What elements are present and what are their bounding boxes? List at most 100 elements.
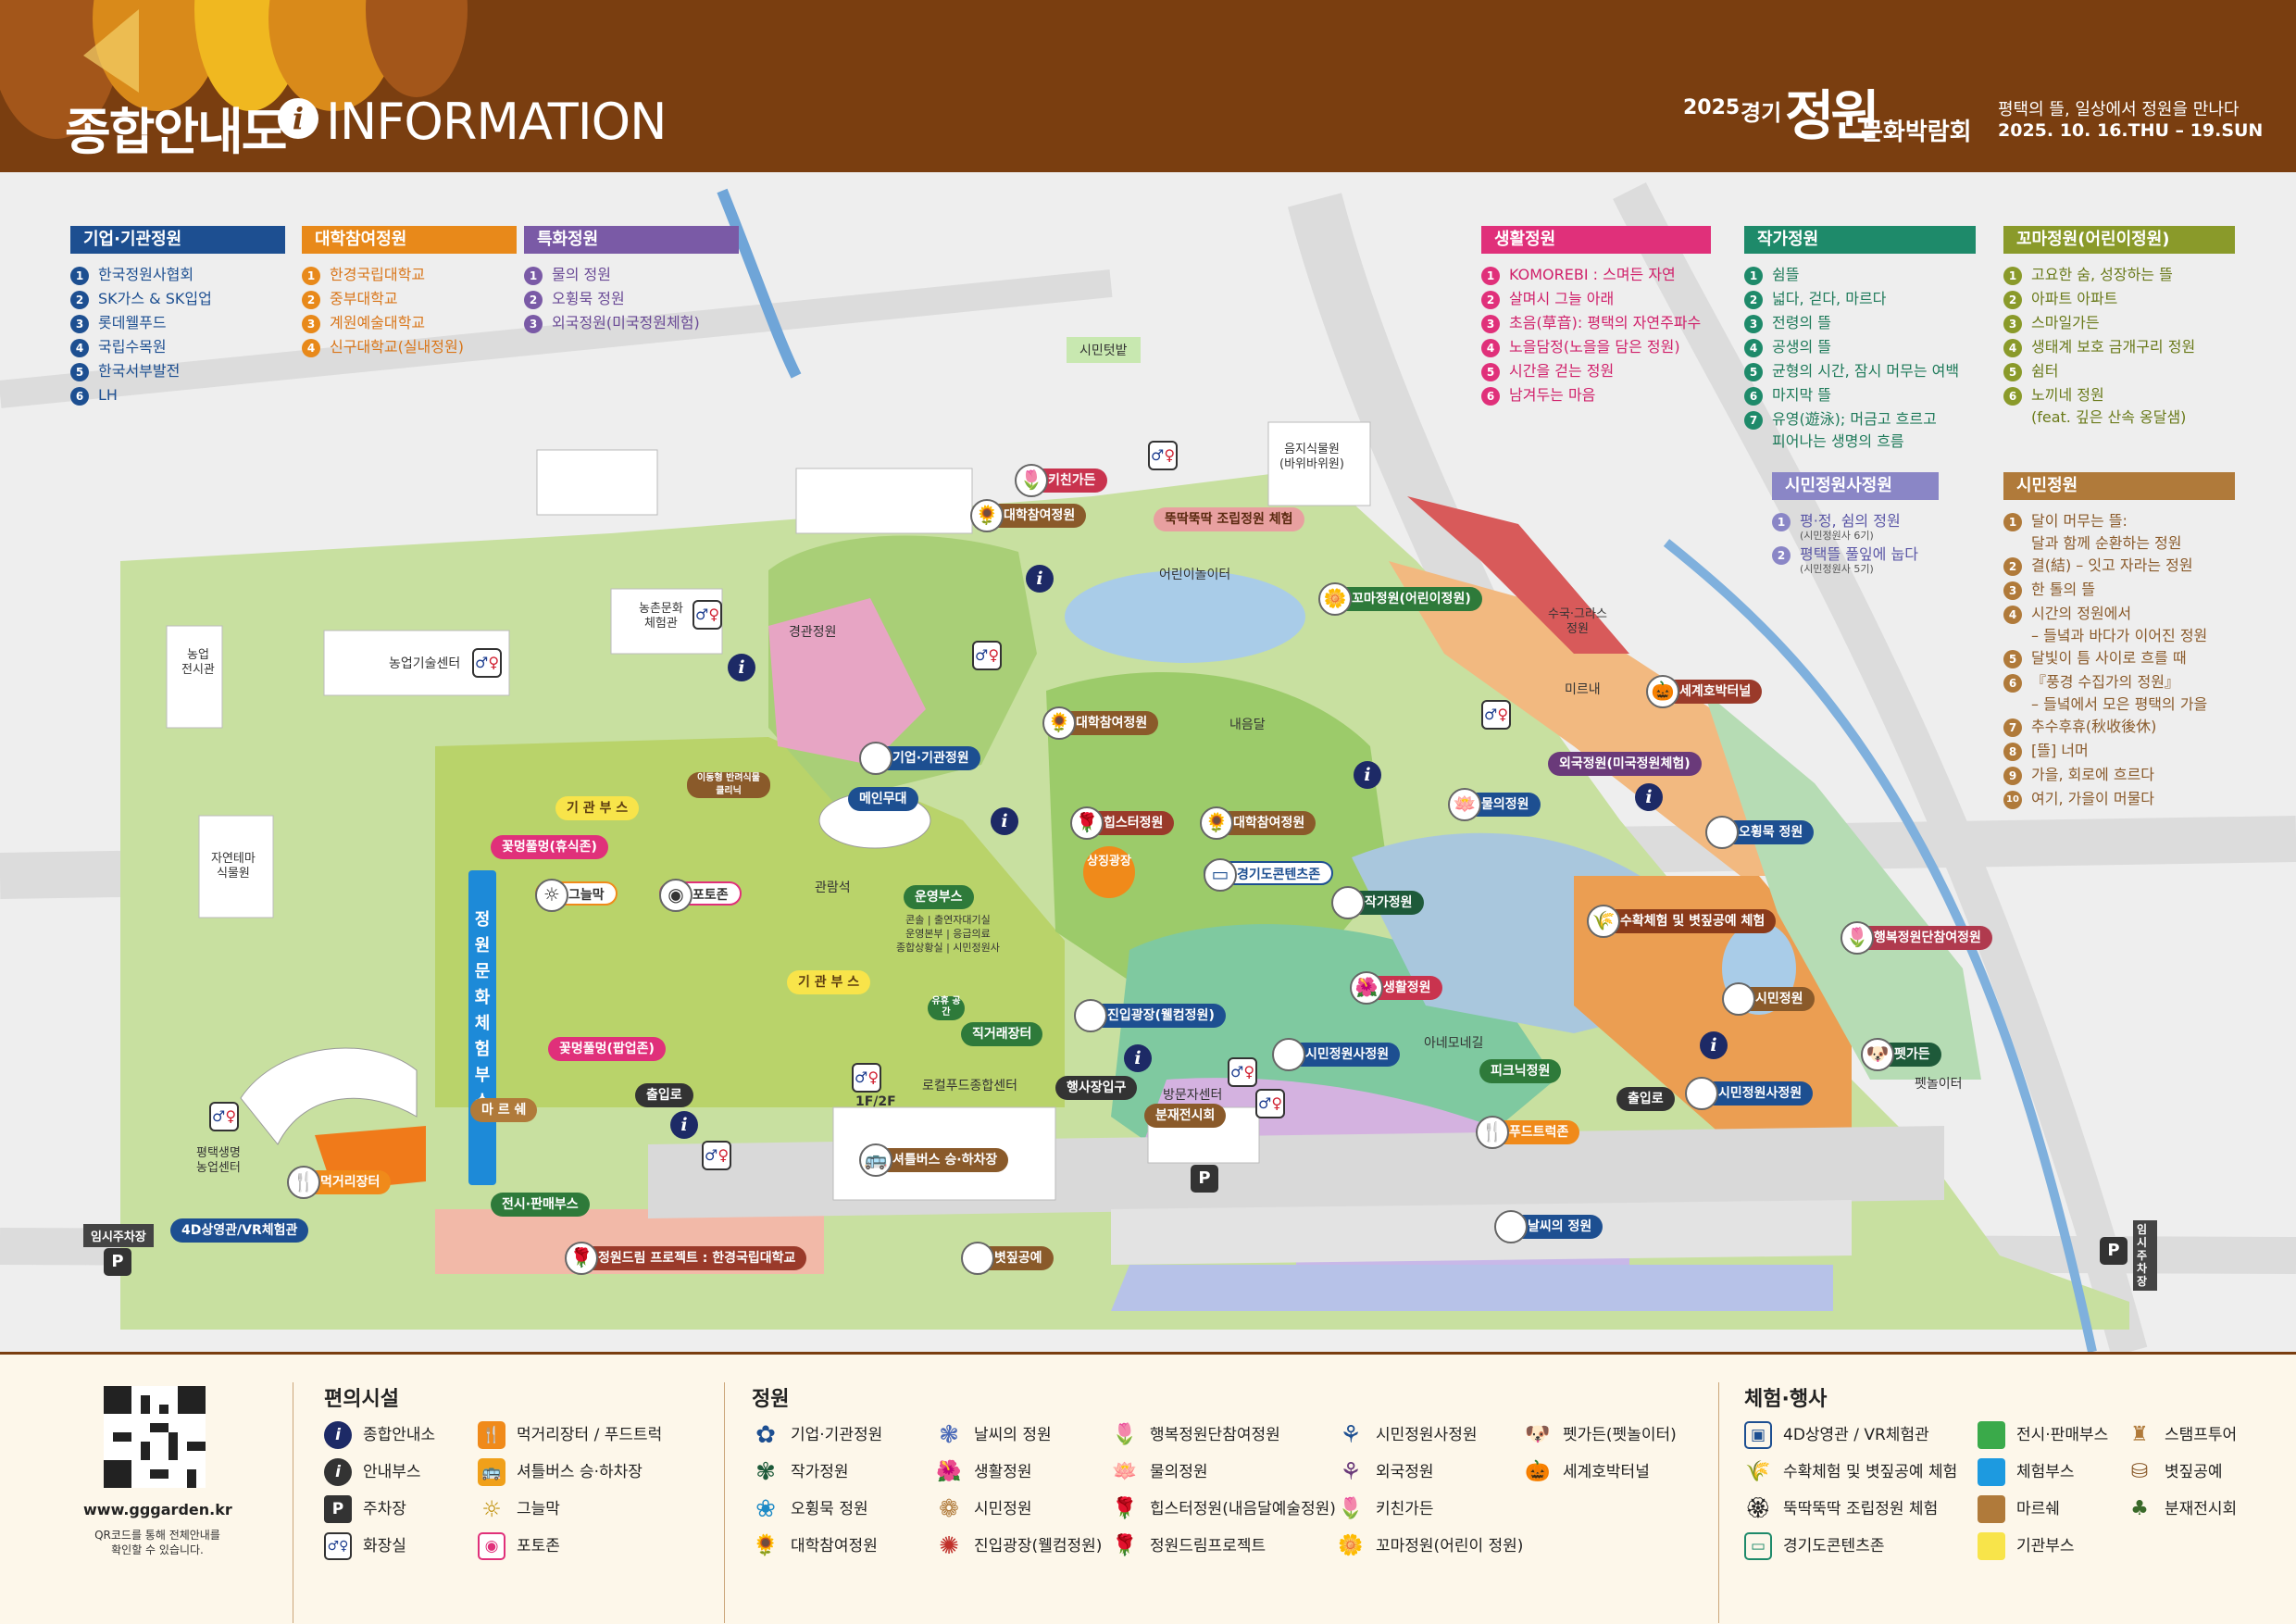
pill-garden-dream-project[interactable]: 🌹정원드림 프로젝트 : 한경국립대학교: [565, 1242, 807, 1275]
pill-shuttle-bus[interactable]: 🚌셔틀버스 승·하차장: [859, 1143, 1009, 1177]
info-booth-marker[interactable]: i: [1635, 783, 1663, 811]
legend-event-4d: ▣4D상영관 / VR체험관: [1744, 1421, 1929, 1449]
restroom-icon[interactable]: ♂♀: [472, 648, 502, 678]
info-booth-marker[interactable]: i: [1700, 1031, 1728, 1059]
restroom-icon[interactable]: ♂♀: [702, 1141, 731, 1170]
pill-flower-rest-zone[interactable]: 꽃멍풀멍(휴식존): [491, 835, 608, 859]
pill-citizen-garden[interactable]: ❁시민정원: [1722, 982, 1815, 1016]
pill-university-garden-2[interactable]: 🌻대학참여정원: [1042, 706, 1159, 740]
daisy-icon: ✾: [1331, 886, 1365, 919]
info-booth-marker[interactable]: i: [1026, 565, 1054, 593]
restroom-icon[interactable]: ♂♀: [972, 641, 1002, 670]
pill-artist-garden[interactable]: ✾작가정원: [1331, 886, 1424, 919]
pill-pet-garden[interactable]: 🐶펫가든: [1861, 1038, 1941, 1071]
pill-foreign-garden[interactable]: 외국정원(미국정원체험): [1548, 752, 1702, 776]
legend-shuttle: 🚌셔틀버스 승·하차장: [478, 1458, 643, 1486]
pill-4d-vr[interactable]: 4D상영관/VR체험관: [170, 1218, 309, 1243]
legend-label: 전시·판매부스: [2016, 1426, 2109, 1444]
pill-food-truck-zone[interactable]: 🍴푸드트럭존: [1476, 1116, 1580, 1149]
assembly-garden-icon: 🏵: [1745, 1497, 1771, 1520]
pill-agency-booth-1[interactable]: 기 관 부 스: [555, 796, 640, 820]
map-label-citizen-garden-plot: 시민텃밭: [1067, 337, 1141, 363]
pill-marche-1[interactable]: 마 르 쉐: [470, 1098, 538, 1122]
pill-entrance-left[interactable]: 출입로: [635, 1083, 693, 1107]
pill-gyeonggi-contents[interactable]: ▭경기도콘텐츠존: [1204, 858, 1334, 892]
stamp-icon: ♜: [2130, 1423, 2149, 1446]
pill-food-market[interactable]: 🍴먹거리장터: [287, 1166, 392, 1199]
restroom-icon[interactable]: ♂♀: [1481, 700, 1511, 730]
tulip-icon: 🌷: [1338, 1497, 1364, 1520]
restroom-icon[interactable]: ♂♀: [852, 1063, 881, 1093]
legend-shade: ☼그늘막: [478, 1495, 560, 1523]
dog-icon: 🐶: [1525, 1423, 1551, 1446]
pill-master-gardener-2[interactable]: ⚘시민정원사정원: [1685, 1077, 1814, 1110]
legend-label: 행복정원단참여정원: [1150, 1426, 1280, 1444]
legend-garden-life: 🌺생활정원: [935, 1458, 1031, 1486]
pill-assembly-garden[interactable]: 뚝딱뚝딱 조립정원 체험: [1154, 507, 1304, 531]
info-booth-marker[interactable]: i: [728, 654, 755, 681]
pill-direct-market[interactable]: 직거래장터: [961, 1022, 1043, 1046]
restroom-icon[interactable]: ♂♀: [1148, 441, 1178, 470]
info-center-marker[interactable]: i: [1124, 1044, 1152, 1072]
pill-weather-garden[interactable]: ❃날씨의 정원: [1494, 1210, 1603, 1243]
pill-water-garden[interactable]: 🪷물의정원: [1448, 788, 1541, 821]
pill-agency-booth-2[interactable]: 기 관 부 스: [787, 970, 871, 994]
pill-flower-popup-zone[interactable]: 꽃멍풀멍(팝업존): [548, 1037, 666, 1061]
pill-garden-culture-booth[interactable]: 정원문화체험부스: [468, 870, 496, 1185]
restroom-icon[interactable]: ♂♀: [693, 600, 722, 630]
symbol-plaza[interactable]: 상징광장: [1083, 846, 1135, 898]
restroom-icon[interactable]: ♂♀: [209, 1102, 239, 1131]
pill-idle-space[interactable]: 유휴 공간: [928, 996, 965, 1020]
qr-code-icon[interactable]: [104, 1386, 206, 1488]
info-booth-marker[interactable]: i: [1354, 761, 1381, 789]
pill-photo-zone[interactable]: ◉포토존: [659, 879, 742, 912]
pill-ohwimuk-garden[interactable]: ❀오휭묵 정원: [1705, 816, 1815, 849]
parking-icon[interactable]: P: [2100, 1237, 2128, 1265]
pill-operation-booth[interactable]: 운영부스: [904, 885, 974, 909]
pill-main-stage[interactable]: 메인무대: [848, 787, 918, 811]
legend-garden-weather: ❃날씨의 정원: [935, 1421, 1052, 1449]
pill-bonsai-exhibit[interactable]: 분재전시회: [1144, 1104, 1227, 1128]
map-label-agri-tech-center: 농업기술센터: [389, 656, 461, 671]
pill-shade-tent[interactable]: ☼그늘막: [535, 879, 618, 912]
pill-kitchen-garden[interactable]: 🌷키친가든: [1015, 464, 1107, 497]
pill-straw-craft-label: 볏짚공예: [994, 1251, 1042, 1266]
pill-harvest-experience[interactable]: 🌾수확체험 및 볏짚공예 체험: [1587, 905, 1777, 938]
map-label-nature-line2: 식물원: [216, 867, 250, 881]
pill-hipster-garden[interactable]: 🌹힙스터정원: [1070, 806, 1175, 840]
parking-icon[interactable]: P: [104, 1248, 131, 1276]
pill-kids-garden[interactable]: 🌼꼬마정원(어린이정원): [1318, 582, 1482, 616]
pill-exhibition-booth[interactable]: 전시·판매부스: [491, 1193, 590, 1217]
restroom-icon[interactable]: ♂♀: [1228, 1057, 1257, 1087]
pill-master-gardener-1[interactable]: ⚘시민정원사정원: [1272, 1038, 1401, 1071]
pill-welcome-plaza[interactable]: ✺진입광장(웰컴정원): [1074, 999, 1226, 1032]
pill-picnic-garden[interactable]: 피크닉정원: [1479, 1059, 1562, 1083]
qr-url[interactable]: www.gggarden.kr: [83, 1501, 232, 1518]
pill-corporate-garden[interactable]: ✿기업·기관정원: [859, 742, 980, 775]
pill-entrance-right[interactable]: 출입로: [1616, 1087, 1675, 1111]
list-item-label: 시간의 정원에서: [2031, 605, 2132, 622]
pill-straw-craft[interactable]: ⛁볏짚공예: [961, 1242, 1054, 1275]
pill-university-garden-3[interactable]: 🌻대학참여정원: [1200, 806, 1316, 840]
pill-university-garden-1[interactable]: 🌻대학참여정원: [970, 499, 1087, 532]
ohwimuk-flower-icon: ❀: [1705, 816, 1739, 849]
bottom-legend: www.gggarden.kr QR코드를 통해 전체안내를 확인할 수 있습니…: [0, 1352, 2296, 1624]
info-booth-marker[interactable]: i: [991, 807, 1018, 835]
pill-life-garden[interactable]: 🌺생활정원: [1350, 971, 1442, 1005]
list-item-label: 한국서부발전: [98, 362, 181, 380]
map-label-visitor-center: 방문자센터: [1163, 1088, 1223, 1103]
restroom-icon[interactable]: ♂♀: [1255, 1089, 1285, 1118]
pill-mobile-plant-clinic[interactable]: 이동형 반려식물클리닉: [687, 772, 770, 798]
parking-icon[interactable]: P: [1191, 1165, 1218, 1193]
pill-event-entrance[interactable]: 행사장입구: [1055, 1076, 1138, 1100]
list-item-label: SK가스 & SK입업: [98, 290, 212, 307]
legend-label: 시민정원사정원: [1376, 1426, 1478, 1444]
pill-happy-garden[interactable]: 🌷행복정원단참여정원: [1841, 921, 1992, 955]
info-booth-marker[interactable]: i: [670, 1111, 698, 1139]
pill-pumpkin-tunnel[interactable]: 🎃세계호박터널: [1646, 675, 1763, 708]
